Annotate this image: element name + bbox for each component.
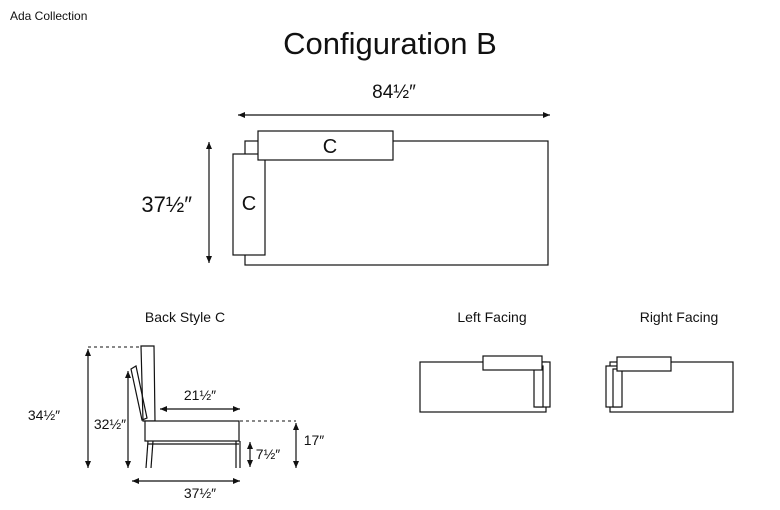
leg-height-label: 7½″ <box>256 446 280 462</box>
side-back-cushion <box>232 153 266 256</box>
left-facing-view: Left Facing <box>419 309 551 413</box>
right-facing-view: Right Facing <box>605 309 734 413</box>
back-frame <box>130 365 148 421</box>
front-leg-inner <box>150 440 154 469</box>
top-back-cushion <box>257 130 394 161</box>
side-view-caption: Back Style C <box>145 309 225 325</box>
depth-label: 37½″ <box>141 192 192 217</box>
side-cushion-label: C <box>242 193 256 215</box>
left-facing-top-back <box>482 355 543 371</box>
total-height-label: 34½″ <box>28 407 60 423</box>
side-view: Back Style C 34½″ 32½″ 21½″ 17″ 7½″ 37½″ <box>28 309 324 501</box>
overall-depth-label: 37½″ <box>184 485 216 501</box>
plan-view: C C 84½″ 37½″ <box>141 82 550 266</box>
front-leg <box>145 440 149 469</box>
back-height-label: 32½″ <box>94 416 126 432</box>
sofa-base-outline <box>244 140 549 266</box>
seat-height-label: 17″ <box>304 432 325 448</box>
seat-depth-label: 21½″ <box>184 387 216 403</box>
top-cushion-label: C <box>323 136 337 158</box>
left-facing-caption: Left Facing <box>457 309 526 325</box>
seat-cushion <box>144 420 240 442</box>
right-facing-side-back-inner <box>612 368 623 408</box>
left-facing-side-back-inner <box>533 365 544 408</box>
page-title: Configuration B <box>283 26 497 61</box>
back-panel <box>140 345 156 422</box>
right-facing-caption: Right Facing <box>640 309 719 325</box>
right-facing-top-back <box>616 356 672 372</box>
brand-name: Ada Collection <box>10 9 88 23</box>
width-label: 84½″ <box>372 82 416 103</box>
